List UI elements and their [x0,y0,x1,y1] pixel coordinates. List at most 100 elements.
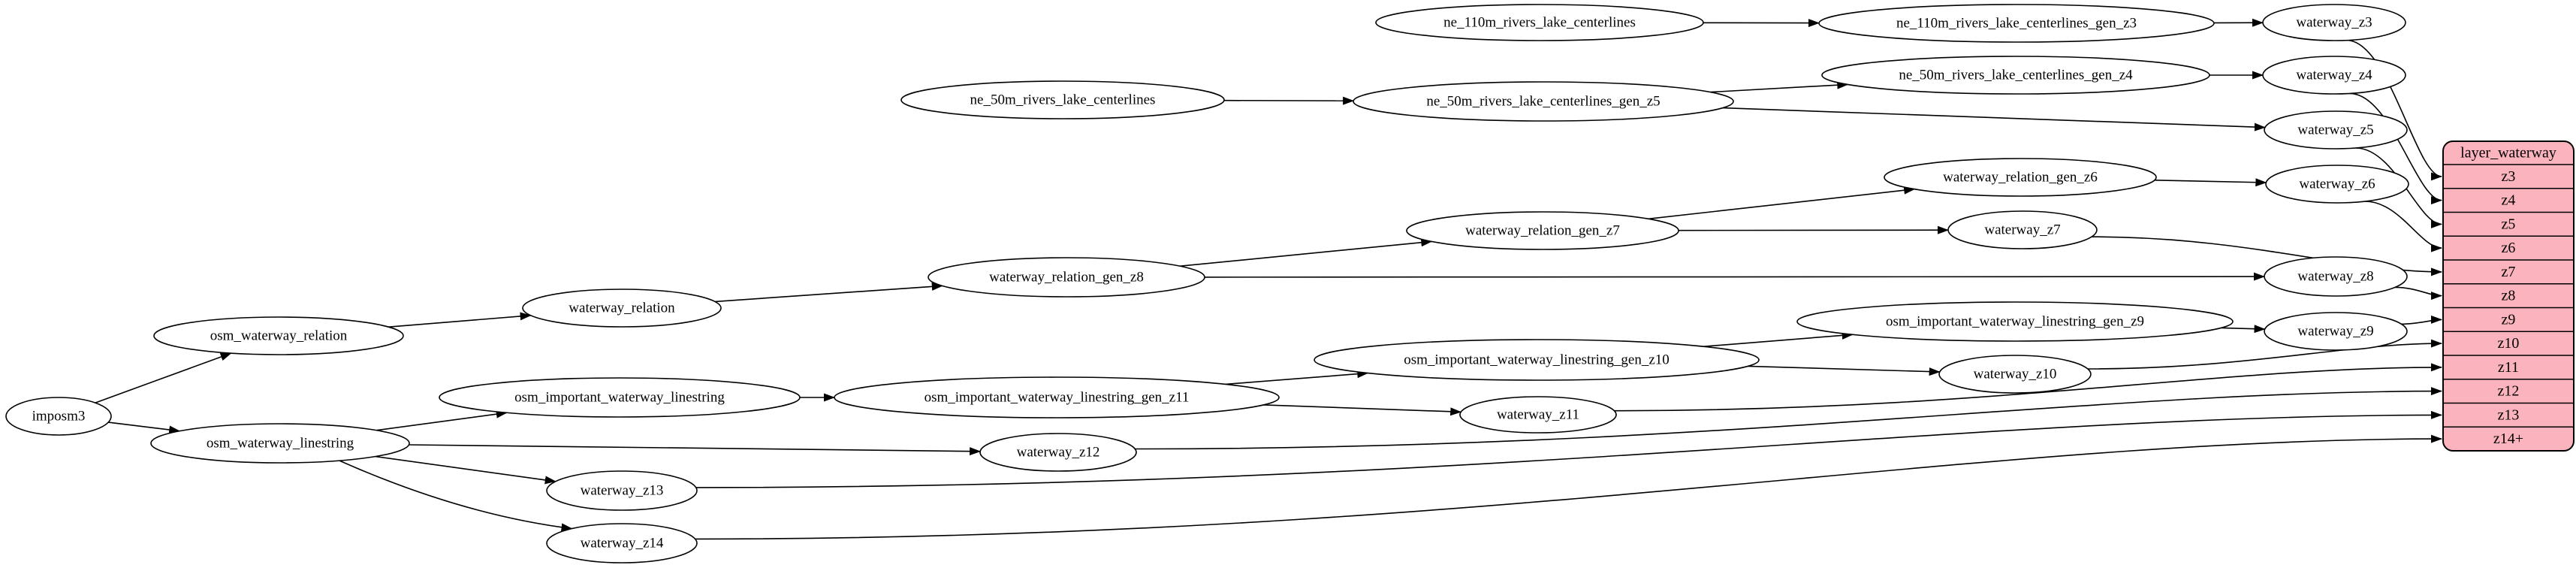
node-osm_important_waterway_linestring_gen_z9[interactable]: osm_important_waterway_linestring_gen_z9 [1796,301,2234,342]
edge-waterway_z3-to-layer-z3 [2346,39,2442,181]
node-ellipse [834,376,1280,418]
table-row-z14+[interactable]: z14+ [2493,431,2523,447]
table-row-z5[interactable]: z5 [2502,216,2516,232]
table-row-z4[interactable]: z4 [2502,192,2516,209]
edge-waterway_z4-to-layer-z4 [2349,92,2442,205]
edge-waterway_z13-to-layer-z13 [695,410,2442,488]
node-ellipse [2262,56,2406,95]
node-ne_50m_rivers_lake_centerlines_gen_z5[interactable]: ne_50m_rivers_lake_centerlines_gen_z5 [1353,81,1734,122]
node-ellipse [1821,56,2210,95]
edge-waterway_z8-to-layer-z8 [2395,286,2442,301]
edge-waterway_relation_gen_z8-to-waterway_z8 [1204,272,2265,281]
node-osm_important_waterway_linestring_gen_z10[interactable]: osm_important_waterway_linestring_gen_z1… [1314,339,1760,381]
node-label: osm_waterway_linestring [207,436,354,452]
node-ne_110m_rivers_lake_centerlines[interactable]: ne_110m_rivers_lake_centerlines [1375,4,1704,41]
node-waterway_relation_gen_z8[interactable]: waterway_relation_gen_z8 [928,257,1205,298]
node-waterway_relation[interactable]: waterway_relation [522,289,722,328]
node-ellipse [1459,396,1617,434]
node-ellipse [5,397,112,436]
table-row-z8[interactable]: z8 [2502,288,2516,304]
table-row-z13[interactable]: z13 [2498,406,2520,423]
table-row-z6[interactable]: z6 [2502,240,2516,256]
node-waterway_z11[interactable]: waterway_z11 [1459,396,1617,434]
table-row-z10[interactable]: z10 [2498,335,2520,352]
node-ellipse [1938,355,2092,394]
edge-waterway_relation_gen_z7-to-waterway_z7 [1678,225,1949,234]
node-ellipse [928,257,1205,298]
table-outline [2442,140,2574,452]
node-label: imposm3 [32,409,86,425]
node-ellipse [1406,211,1679,250]
node-waterway_z5[interactable]: waterway_z5 [2264,110,2408,150]
node-waterway_z13[interactable]: waterway_z13 [546,470,698,511]
node-waterway_z12[interactable]: waterway_z12 [979,433,1137,472]
node-waterway_z4[interactable]: waterway_z4 [2262,56,2406,95]
edge-waterway_z11-to-layer-z11 [1614,363,2442,412]
node-label: ne_50m_rivers_lake_centerlines [970,92,1156,108]
node-label: waterway_z7 [1984,222,2060,238]
node-label: ne_110m_rivers_lake_centerlines_gen_z3 [1896,16,2137,32]
node-imposm3[interactable]: imposm3 [5,397,112,436]
edge-layer [95,18,2442,540]
node-waterway_z9[interactable]: waterway_z9 [2264,312,2408,351]
table-body [2443,141,2574,451]
node-waterway_z8[interactable]: waterway_z8 [2264,256,2408,297]
node-ellipse [150,423,410,464]
node-ellipse [522,289,722,328]
node-ellipse [2264,312,2408,351]
edge-osm_important_waterway_linestring_gen_z10-to-waterway_z10 [1748,365,1941,376]
node-label: waterway_z9 [2297,324,2373,340]
node-ellipse [900,80,1225,119]
edge-osm_waterway_relation-to-waterway_relation [388,312,532,328]
node-osm_waterway_relation[interactable]: osm_waterway_relation [153,316,404,355]
edge-waterway_relation_gen_z8-to-waterway_relation_gen_z7 [1180,238,1433,267]
node-waterway_z10[interactable]: waterway_z10 [1938,355,2092,394]
node-ellipse [546,470,698,511]
node-label: osm_important_waterway_linestring_gen_z1… [925,390,1190,406]
node-waterway_z7[interactable]: waterway_z7 [1947,210,2098,249]
node-label: waterway_relation [569,301,675,316]
node-osm_important_waterway_linestring_gen_z11[interactable]: osm_important_waterway_linestring_gen_z1… [834,376,1280,418]
table-title: layer_waterway [2460,145,2556,162]
node-label: osm_important_waterway_linestring [514,390,725,406]
node-osm_waterway_linestring[interactable]: osm_waterway_linestring [150,423,410,464]
edge-osm_important_waterway_linestring_gen_z11-to-waterway_z11 [1263,404,1462,416]
node-ne_110m_rivers_lake_centerlines_gen_z3[interactable]: ne_110m_rivers_lake_centerlines_gen_z3 [1818,4,2215,43]
node-ellipse [1353,81,1734,122]
node-label: waterway_z10 [1974,367,2057,382]
node-ellipse [2262,4,2406,41]
node-label: waterway_z5 [2297,122,2373,138]
node-ne_50m_rivers_lake_centerlines[interactable]: ne_50m_rivers_lake_centerlines [900,80,1225,119]
node-ellipse [439,377,801,418]
table-row-z11[interactable]: z11 [2498,359,2519,376]
table-background [2443,141,2574,451]
node-ellipse [1375,4,1704,41]
edge-waterway_z6-to-layer-z6 [2365,201,2442,252]
node-ellipse [2264,110,2408,150]
table-row-z7[interactable]: z7 [2502,264,2516,280]
node-waterway_z14[interactable]: waterway_z14 [546,523,698,563]
node-label: waterway_relation_gen_z6 [1943,170,2098,186]
node-waterway_relation_gen_z6[interactable]: waterway_relation_gen_z6 [1884,158,2157,197]
node-label: ne_50m_rivers_lake_centerlines_gen_z5 [1426,94,1660,110]
table-row-z12[interactable]: z12 [2498,383,2520,400]
node-osm_important_waterway_linestring[interactable]: osm_important_waterway_linestring [439,377,801,418]
node-label: ne_50m_rivers_lake_centerlines_gen_z4 [1899,68,2133,83]
edge-imposm3-to-osm_waterway_relation [95,352,232,403]
node-waterway_z3[interactable]: waterway_z3 [2262,4,2406,41]
edge-osm_waterway_linestring-to-osm_important_waterway_linestring [376,409,508,431]
node-label: waterway_z6 [2299,177,2375,192]
node-label: waterway_z14 [581,536,664,551]
table-row-z9[interactable]: z9 [2502,311,2516,328]
node-label: waterway_z3 [2296,15,2372,31]
edge-waterway_z14-to-layer-z14+ [695,434,2442,540]
node-waterway_relation_gen_z7[interactable]: waterway_relation_gen_z7 [1406,211,1679,250]
node-ne_50m_rivers_lake_centerlines_gen_z4[interactable]: ne_50m_rivers_lake_centerlines_gen_z4 [1821,56,2210,95]
node-waterway_z6[interactable]: waterway_z6 [2265,165,2409,204]
edge-waterway_relation-to-waterway_relation_gen_z8 [714,282,943,303]
layer-waterway-table[interactable]: layer_waterway z3 z4 z5 z6 z7 z8 z9 z10 z11 z12 z13… [2442,140,2574,452]
table-row-z3[interactable]: z3 [2502,168,2516,185]
node-layer: imposm3 osm_waterway_relation osm_waterway… [5,4,2409,563]
edge-osm_important_waterway_linestring_gen_z10-to-osm_important_waterway_linestring_gen_z9 [1703,331,1854,347]
